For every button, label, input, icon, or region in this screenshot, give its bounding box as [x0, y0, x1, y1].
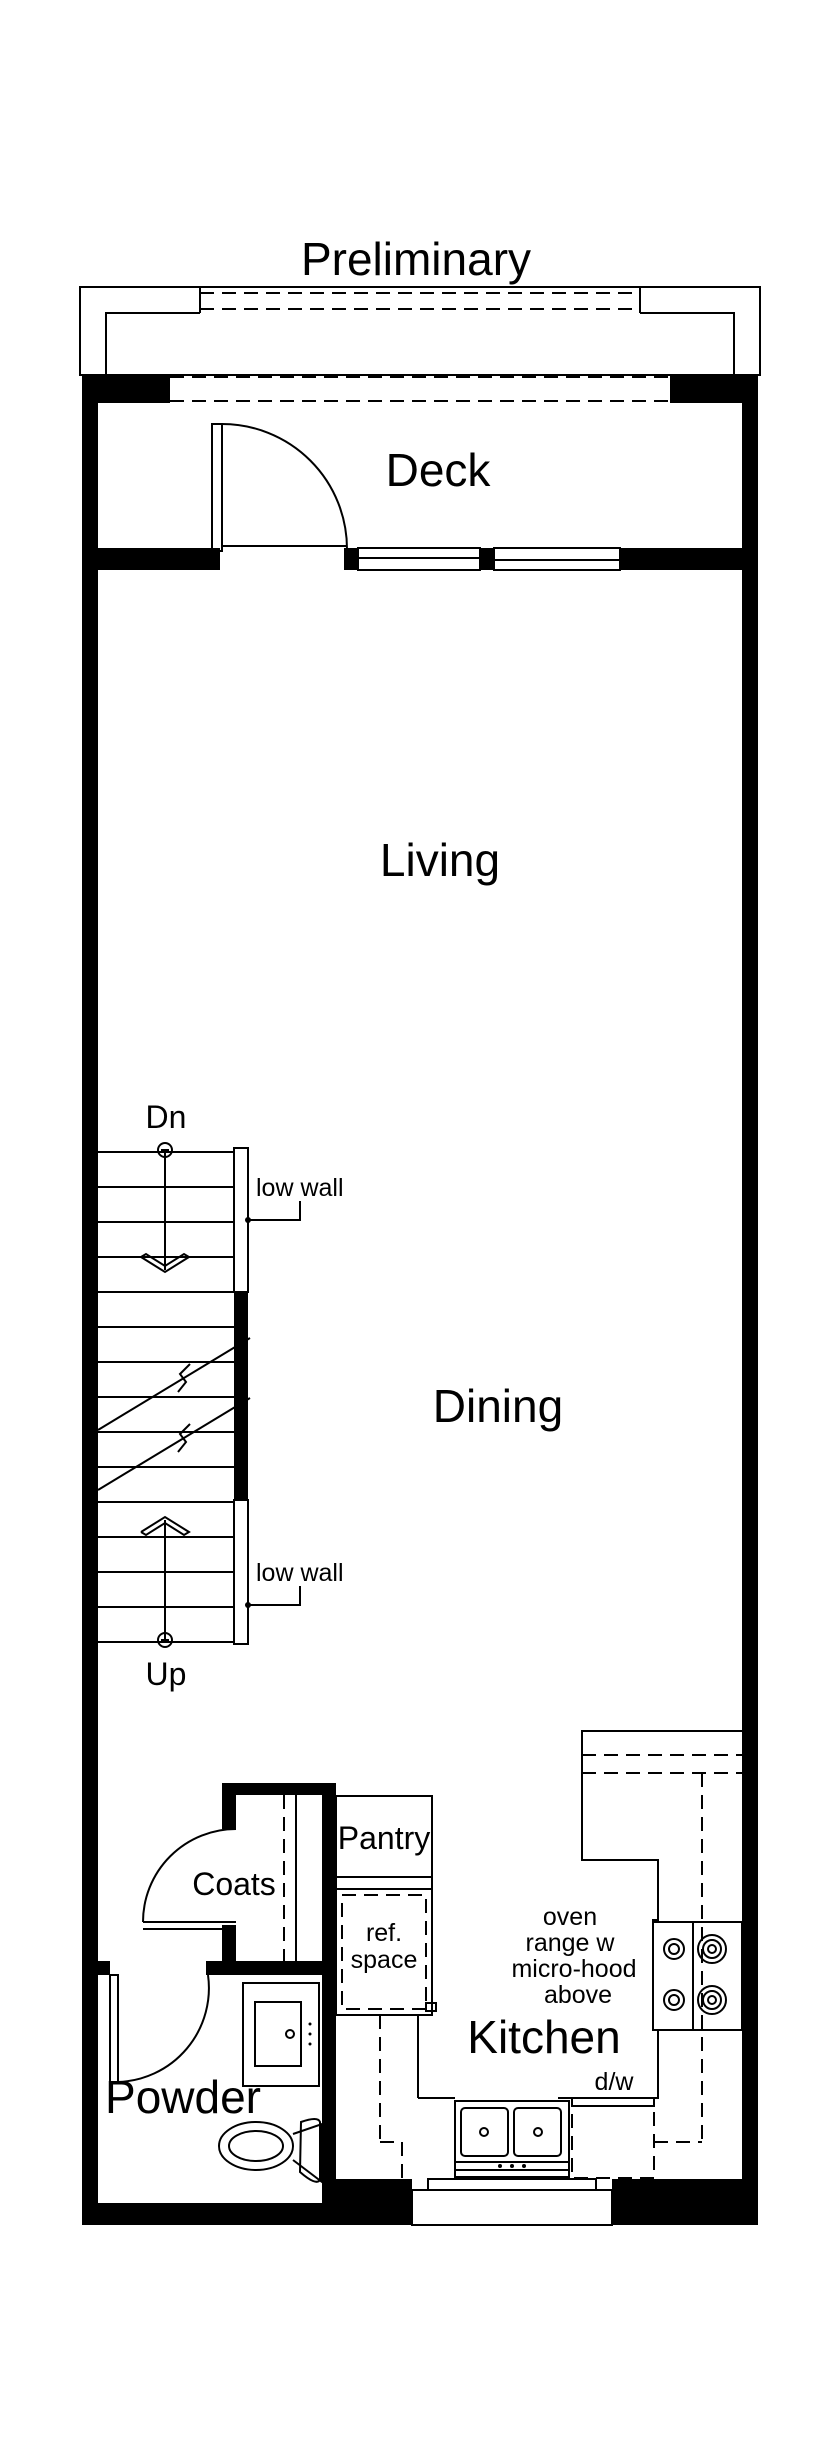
coats-door[interactable]	[142, 1828, 237, 1930]
room-label-deck: Deck	[386, 444, 492, 496]
stair-label-up: Up	[146, 1656, 187, 1692]
kitchen-sink	[454, 2100, 570, 2178]
plan-title: Preliminary	[301, 233, 531, 285]
room-label-coats: Coats	[192, 1866, 276, 1902]
oven-label-line1: oven	[543, 1903, 597, 1931]
toilet	[218, 2118, 323, 2185]
room-label-living: Living	[380, 834, 500, 886]
coats-closet	[283, 1795, 297, 1961]
oven-label-line4: above	[544, 1981, 612, 2009]
ref-label-line2: space	[351, 1946, 418, 1974]
room-label-powder: Powder	[105, 2071, 261, 2123]
kitchen-window	[411, 2178, 613, 2226]
ref-space	[335, 1888, 437, 2016]
room-label-dining: Dining	[433, 1380, 563, 1432]
balcony-railing	[79, 286, 761, 376]
room-label-pantry: Pantry	[338, 1820, 430, 1856]
ref-label-line1: ref.	[366, 1919, 402, 1947]
deck-door[interactable]	[211, 423, 348, 552]
oven-label-line3: micro-hood	[511, 1955, 636, 1983]
staircase	[97, 1142, 301, 1648]
powder-sink	[242, 1982, 320, 2087]
range	[652, 1921, 743, 2031]
dishwasher-label: d/w	[595, 2068, 635, 2096]
interior-walls	[82, 1783, 336, 2203]
dishwasher	[571, 2097, 655, 2179]
low-wall-label-top: low wall	[256, 1174, 344, 1202]
exterior-walls	[82, 375, 758, 2225]
deck-wall	[82, 547, 758, 571]
stair-label-down: Dn	[146, 1099, 187, 1135]
oven-label-line2: range w	[526, 1929, 616, 1957]
room-label-kitchen: Kitchen	[467, 2011, 620, 2063]
low-wall-label-bottom: low wall	[256, 1559, 344, 1587]
powder-door[interactable]	[109, 1974, 210, 2083]
